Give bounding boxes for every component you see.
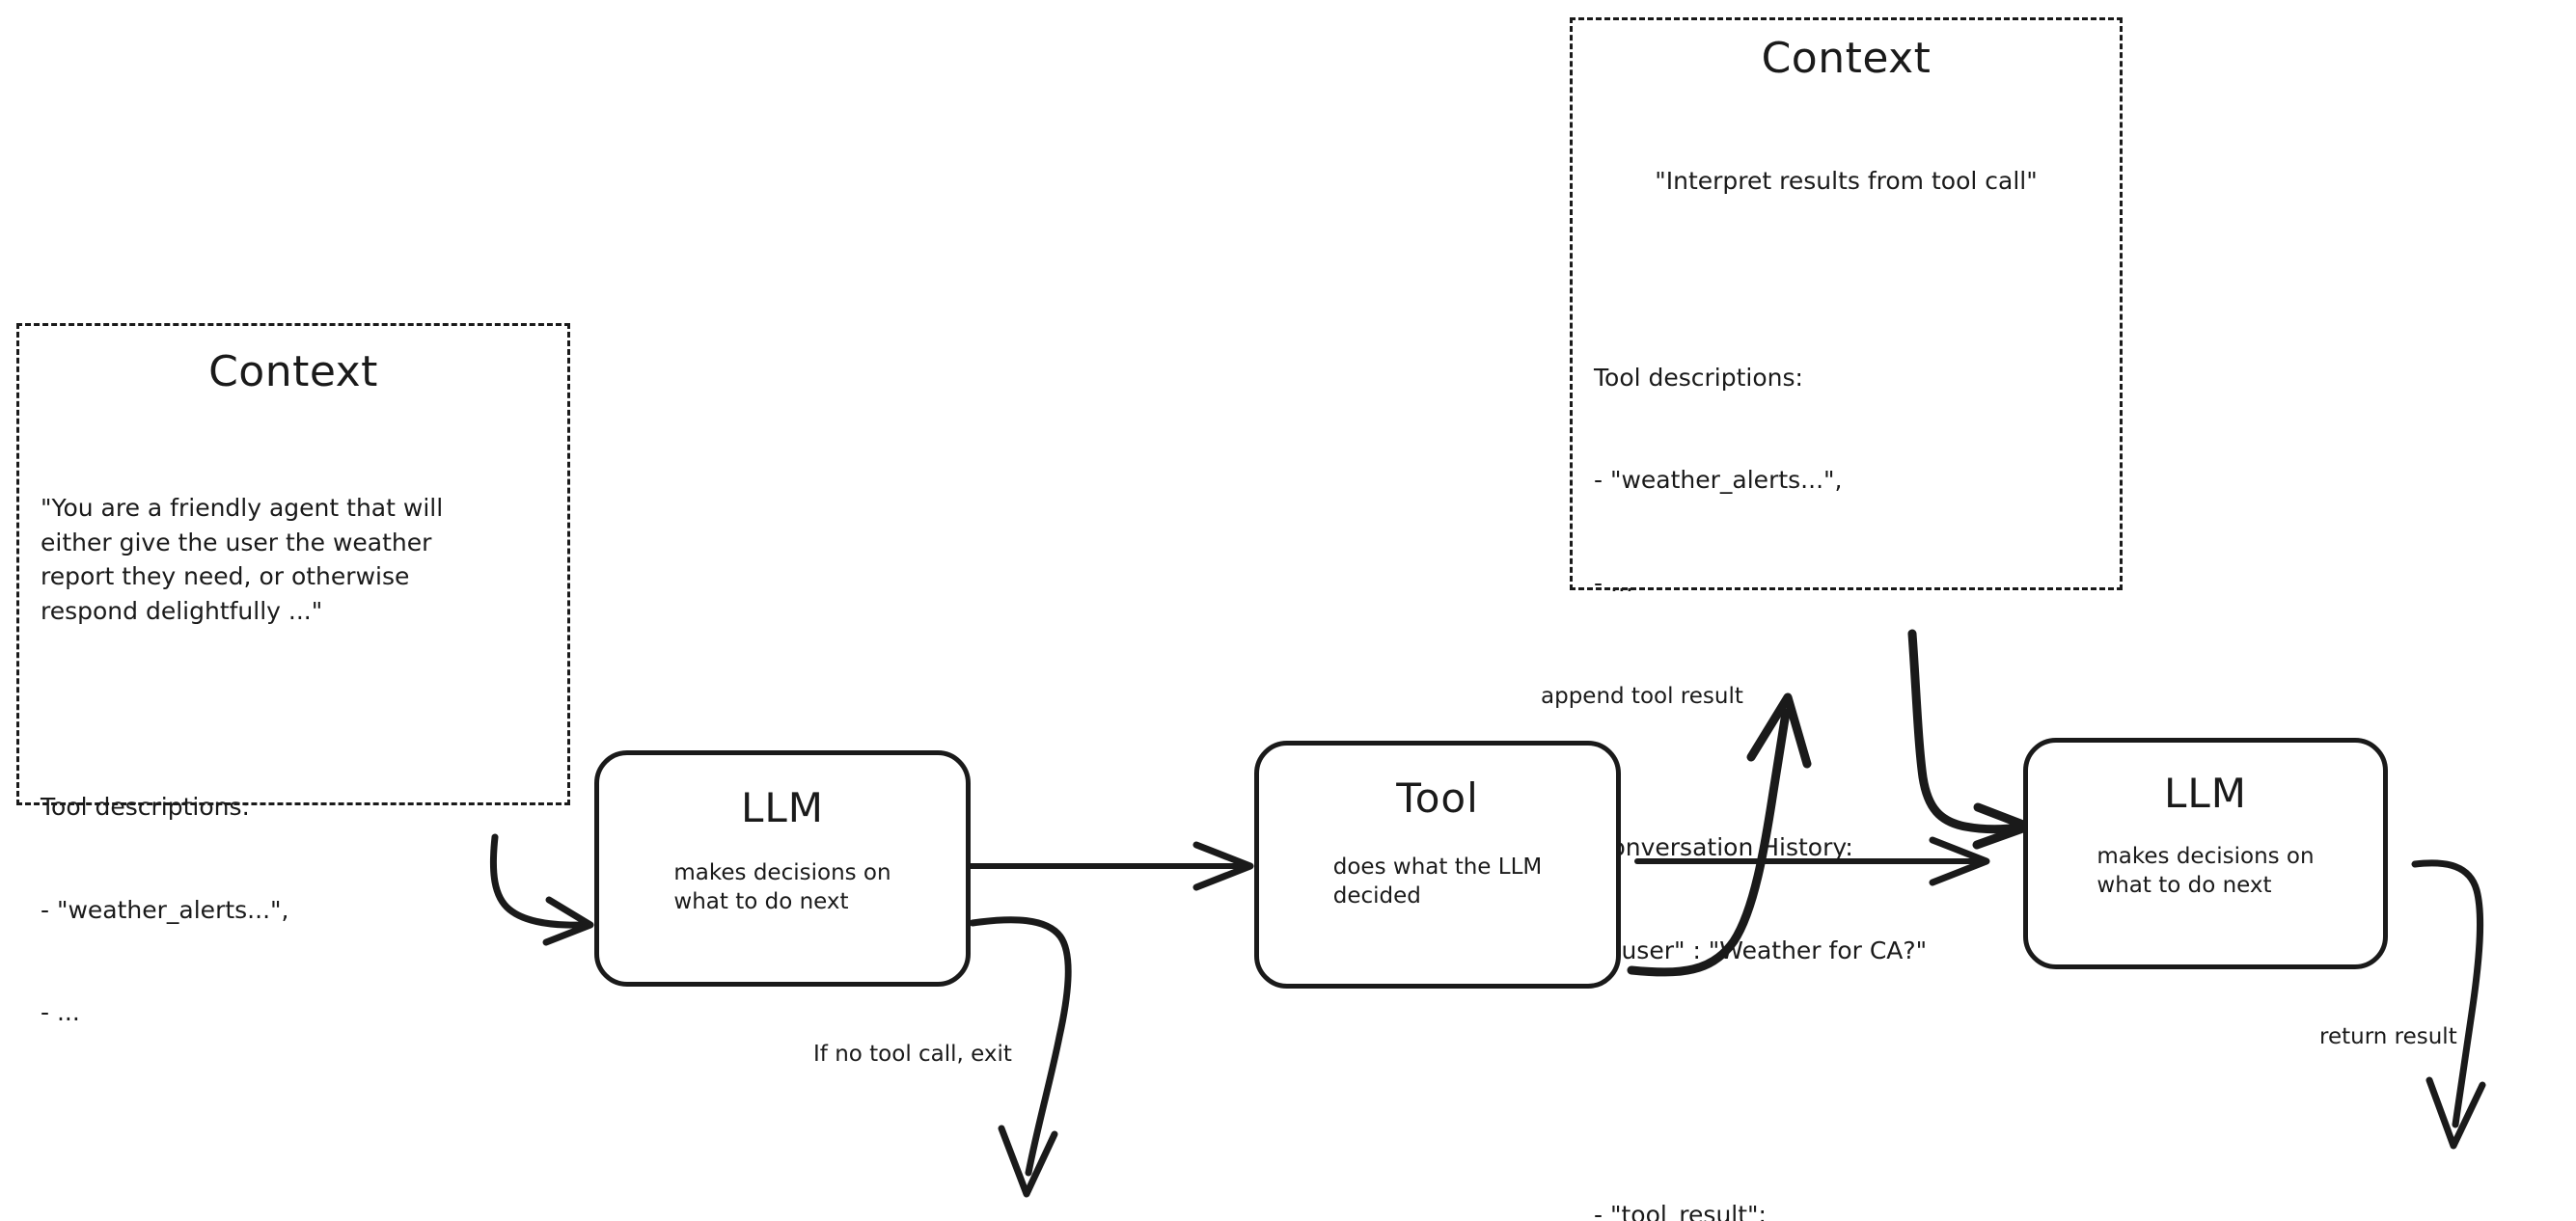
edge-llm1-to-tool [966,841,1254,891]
node-llm-1-title: LLM [740,784,825,831]
edge-label-return-result: return result [2319,1024,2457,1049]
context-right-tools-heading: Tool descriptions: [1594,363,1803,392]
edge-label-if-no-tool-call-exit: If no tool call, exit [813,1042,1012,1067]
context-left-tool-item-1: - ... [41,998,80,1027]
node-llm-1[interactable]: LLM makes decisions on what to do next [594,750,971,987]
context-box-right: Context "Interpret results from tool cal… [1570,17,2123,1221]
node-tool-title: Tool [1396,774,1479,822]
context-right-tool-result-line-0: - "tool_result": [1594,1201,1767,1221]
context-left-tools-heading: Tool descriptions: [41,793,250,822]
edge-label-append-tool-result: append tool result [1541,684,1743,709]
context-left-title: Context [208,347,378,396]
node-llm-2-subtitle: makes decisions on what to do next [2096,844,2315,899]
context-left-system-prompt: "You are a friendly agent that will eith… [41,494,444,625]
node-llm-2-title: LLM [2163,770,2248,817]
context-right-system-prompt: "Interpret results from tool call" [1655,167,2038,196]
context-right-tool-item-0: - "weather_alerts...", [1594,466,1843,495]
context-right-title: Context [1761,34,1932,83]
context-left-tool-item-0: - "weather_alerts...", [41,895,289,924]
node-tool[interactable]: Tool does what the LLM decided [1254,741,1621,989]
node-llm-2[interactable]: LLM makes decisions on what to do next [2023,738,2388,969]
edge-llm2-return [2411,859,2486,1150]
node-llm-1-subtitle: makes decisions on what to do next [673,860,891,915]
node-tool-subtitle: does what the LLM decided [1332,855,1543,909]
context-box-left: Context "You are a friendly agent that w… [16,323,570,1026]
context-right-tool-item-1: - ... [1594,568,1633,597]
